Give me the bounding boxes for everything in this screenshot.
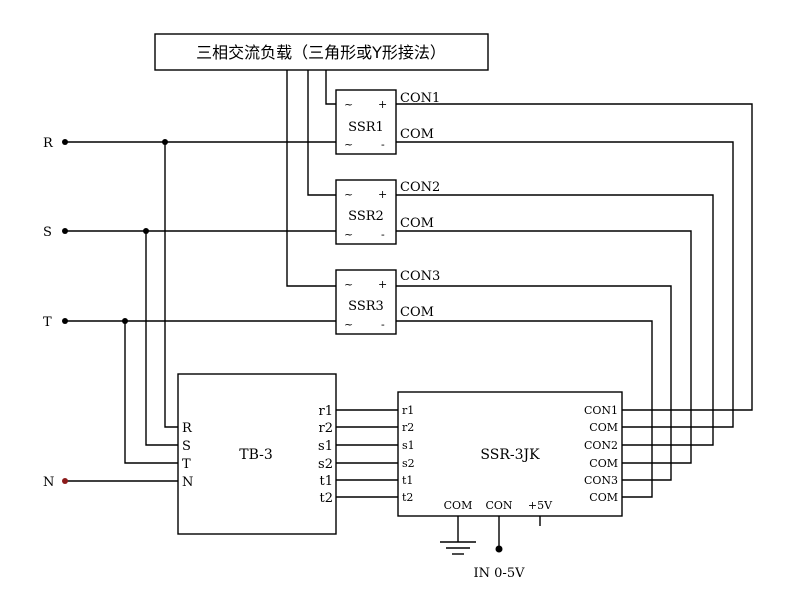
ctrl-pin-con2: CON2 bbox=[584, 439, 618, 452]
input-label: IN 0-5V bbox=[474, 566, 526, 581]
ground-icon bbox=[440, 516, 476, 555]
tb3-pin-r2: r2 bbox=[319, 421, 334, 436]
svg-text:-: - bbox=[381, 138, 385, 151]
ctrl-pin-s1: s1 bbox=[402, 439, 415, 452]
ssr2-relay: ~ + SSR2 ~ - bbox=[335, 179, 397, 245]
ctrl-pin-r1: r1 bbox=[402, 404, 414, 417]
ctrl-pin-t1: t1 bbox=[402, 474, 413, 487]
control-wires bbox=[396, 103, 753, 498]
ctrl-pin-s2: s2 bbox=[402, 457, 415, 470]
ssr2-out-label: CON2 bbox=[400, 180, 440, 195]
ctrl-pin-con1: CON1 bbox=[584, 404, 618, 417]
phase-label-s: S bbox=[43, 225, 52, 240]
phase-label-r: R bbox=[43, 136, 54, 151]
tb3-pin-r: R bbox=[182, 421, 193, 436]
load-wires bbox=[286, 70, 336, 287]
tb3-pin-n: N bbox=[182, 475, 193, 490]
terminal-t bbox=[62, 318, 68, 324]
tb3-pin-t2: t2 bbox=[320, 491, 334, 506]
ssr3-name: SSR3 bbox=[348, 299, 384, 314]
svg-text:+: + bbox=[378, 278, 387, 291]
phase-label-t: T bbox=[43, 315, 52, 330]
svg-text:-: - bbox=[381, 228, 385, 241]
svg-text:+: + bbox=[378, 188, 387, 201]
load-title: 三相交流负载（三角形或Y形接法） bbox=[196, 43, 446, 62]
terminal-n bbox=[62, 478, 68, 484]
svg-text:~: ~ bbox=[344, 228, 353, 241]
ssr1-com-label: COM bbox=[400, 127, 434, 142]
ctrl-pin-con-bottom: CON bbox=[485, 499, 512, 512]
ctrl-pin-con3: CON3 bbox=[584, 474, 618, 487]
svg-text:~: ~ bbox=[344, 318, 353, 331]
ctrl-pin-com1: COM bbox=[589, 421, 618, 434]
ssr1-name: SSR1 bbox=[348, 120, 384, 135]
ssr3-out-label: CON3 bbox=[400, 269, 440, 284]
tb3-pin-t: T bbox=[182, 457, 191, 472]
ssr3jk-controller bbox=[397, 391, 623, 517]
tb3-pin-t1: t1 bbox=[320, 474, 334, 489]
svg-text:+: + bbox=[378, 98, 387, 111]
ctrl-pin-5v: +5V bbox=[528, 499, 553, 512]
terminal-s bbox=[62, 228, 68, 234]
terminal-r bbox=[62, 139, 68, 145]
tb3-controller-bus bbox=[336, 409, 398, 498]
tb3-pin-s: S bbox=[182, 439, 191, 454]
tb3-name: TB-3 bbox=[239, 447, 273, 463]
ctrl-pin-com3: COM bbox=[589, 491, 618, 504]
phase-label-n: N bbox=[43, 475, 54, 490]
controller-name: SSR-3JK bbox=[480, 447, 540, 463]
tb3-block bbox=[177, 373, 337, 535]
phase-lines bbox=[65, 139, 336, 482]
ssr3-relay: ~ + SSR3 ~ - bbox=[335, 269, 397, 335]
ssr3-com-label: COM bbox=[400, 305, 434, 320]
ctrl-pin-com-bottom: COM bbox=[444, 499, 473, 512]
svg-text:-: - bbox=[381, 318, 385, 331]
input-terminal bbox=[495, 545, 503, 553]
ctrl-pin-com2: COM bbox=[589, 457, 618, 470]
load-box bbox=[154, 33, 489, 71]
tb3-pin-s1: s1 bbox=[318, 439, 333, 454]
ctrl-pin-t2: t2 bbox=[402, 491, 413, 504]
svg-text:~: ~ bbox=[344, 138, 353, 151]
tb3-pin-r1: r1 bbox=[319, 404, 334, 419]
svg-text:~: ~ bbox=[344, 188, 353, 201]
svg-text:~: ~ bbox=[344, 98, 353, 111]
ssr2-com-label: COM bbox=[400, 216, 434, 231]
svg-text:~: ~ bbox=[344, 278, 353, 291]
ssr1-relay: ~ + SSR1 ~ - bbox=[335, 89, 397, 155]
tb3-pin-s2: s2 bbox=[318, 457, 333, 472]
ctrl-pin-r2: r2 bbox=[402, 421, 414, 434]
ssr2-name: SSR2 bbox=[348, 209, 384, 224]
ssr1-out-label: CON1 bbox=[400, 91, 440, 106]
